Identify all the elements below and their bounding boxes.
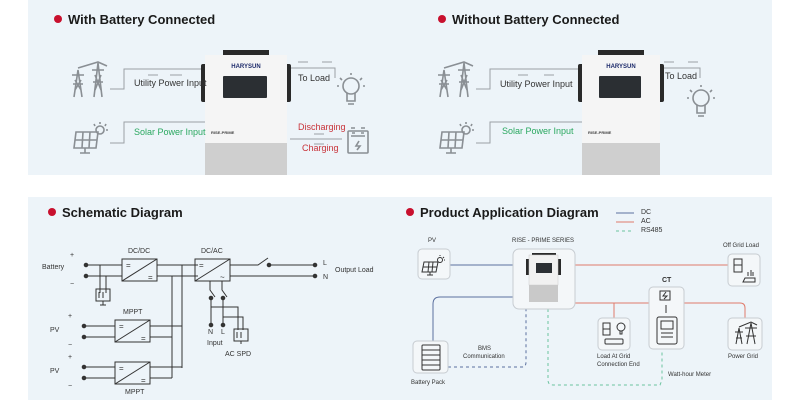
light-bulb-icon — [687, 85, 715, 117]
brand-logo: HARYSUN — [231, 64, 261, 70]
bms-label: BMS — [478, 346, 492, 352]
battery-pack-label: Battery Pack — [411, 380, 446, 386]
appliance-icon — [733, 258, 756, 283]
application-title: Product Application Diagram — [406, 205, 599, 220]
input-l-label: L — [221, 329, 225, 336]
watt-hour-meter-label: Watt-hour Meter — [668, 372, 712, 378]
minus-sign: − — [68, 342, 73, 349]
solar-power-label: Solar Power Input — [502, 126, 574, 136]
bullet-icon — [406, 208, 414, 216]
schematic-title: Schematic Diagram — [48, 205, 183, 220]
line-n-label: N — [323, 274, 329, 281]
transmission-tower-icon — [438, 61, 474, 98]
dcdc-label: DC/DC — [128, 248, 151, 255]
battery-label: Battery — [42, 264, 65, 271]
ct-meter-node — [648, 286, 685, 350]
plus-sign: + — [70, 252, 75, 259]
connection-end-label: Connection End — [597, 362, 640, 368]
bullet-icon — [54, 15, 62, 23]
charging-label: Charging — [302, 143, 339, 153]
brand-logo: HARYSUN — [606, 64, 636, 70]
power-grid-label: Power Grid — [728, 354, 759, 360]
input-label: Input — [207, 340, 223, 347]
discharging-label: Discharging — [298, 122, 346, 132]
bullet-icon — [48, 208, 56, 216]
pv-label: PV — [50, 368, 60, 375]
dc-symbol: = — [119, 322, 124, 331]
pv-node — [417, 248, 451, 280]
battery-icon — [347, 127, 369, 154]
without-battery-title: Without Battery Connected — [438, 12, 619, 27]
utility-power-label: Utility Power Input — [500, 79, 573, 89]
output-load-label: Output Load — [335, 267, 374, 274]
solar-panel-icon — [73, 122, 108, 154]
legend-rs485-label: RS485 — [641, 227, 663, 234]
inverter-label: RISE - PRIME SERIES — [512, 238, 575, 244]
battery-pack-node — [412, 340, 449, 374]
dc-symbol: = — [148, 273, 153, 282]
model-label: RISE-PRIME — [588, 130, 612, 135]
pv-label: PV — [428, 238, 437, 244]
with-battery-title: With Battery Connected — [54, 12, 215, 27]
solar-power-label: Solar Power Input — [134, 127, 206, 137]
model-label: RISE-PRIME — [211, 130, 235, 135]
battery-pack-icon — [421, 344, 441, 371]
mppt-label: MPPT — [123, 309, 143, 316]
ac-spd-label: AC SPD — [225, 351, 252, 358]
bottom-panel — [28, 197, 772, 400]
mppt-label: MPPT — [125, 389, 145, 396]
minus-sign: − — [68, 383, 73, 390]
bullet-icon — [438, 15, 446, 23]
light-bulb-icon — [337, 73, 365, 105]
dc-symbol: = — [141, 334, 146, 343]
plus-sign: + — [68, 313, 73, 320]
input-n-label: N — [208, 329, 214, 336]
inverter-icon — [526, 253, 561, 302]
ct-label: CT — [662, 277, 672, 284]
dc-symbol: = — [119, 364, 124, 373]
dc-symbol: = — [126, 261, 131, 270]
solar-panel-icon — [421, 255, 445, 276]
load-at-grid-label: Load At Grid — [597, 354, 631, 360]
line-l-label: L — [323, 260, 327, 267]
off-grid-load-label: Off Grid Load — [723, 243, 759, 249]
minus-sign: − — [70, 281, 75, 288]
grid-load-node — [597, 317, 631, 351]
power-grid-node — [727, 317, 763, 351]
dc-symbol: = — [141, 376, 146, 385]
legend-ac-label: AC — [641, 218, 651, 225]
dc-symbol: = — [199, 261, 204, 270]
meter-icon — [656, 290, 678, 345]
pv-label: PV — [50, 327, 60, 334]
device-screen — [599, 76, 641, 98]
utility-power-label: Utility Power Input — [134, 78, 207, 88]
to-load-label: To Load — [665, 71, 698, 81]
dcdc-converter — [121, 258, 158, 282]
dcac-label: DC/AC — [201, 248, 223, 255]
legend-dc-label: DC — [641, 209, 652, 216]
solar-panel-icon — [439, 122, 474, 154]
to-load-label: To Load — [298, 73, 331, 83]
communication-label: Communication — [463, 354, 505, 360]
transmission-tower-icon — [735, 321, 758, 345]
inverter-device: HARYSUN RISE-PRIME — [578, 50, 664, 175]
inverter-device: HARYSUN RISE-PRIME — [201, 50, 291, 175]
transmission-tower-icon — [72, 61, 108, 98]
household-load-icon — [602, 322, 626, 345]
device-screen — [223, 76, 267, 98]
plus-sign: + — [68, 354, 73, 361]
ac-symbol: ~ — [220, 273, 225, 282]
